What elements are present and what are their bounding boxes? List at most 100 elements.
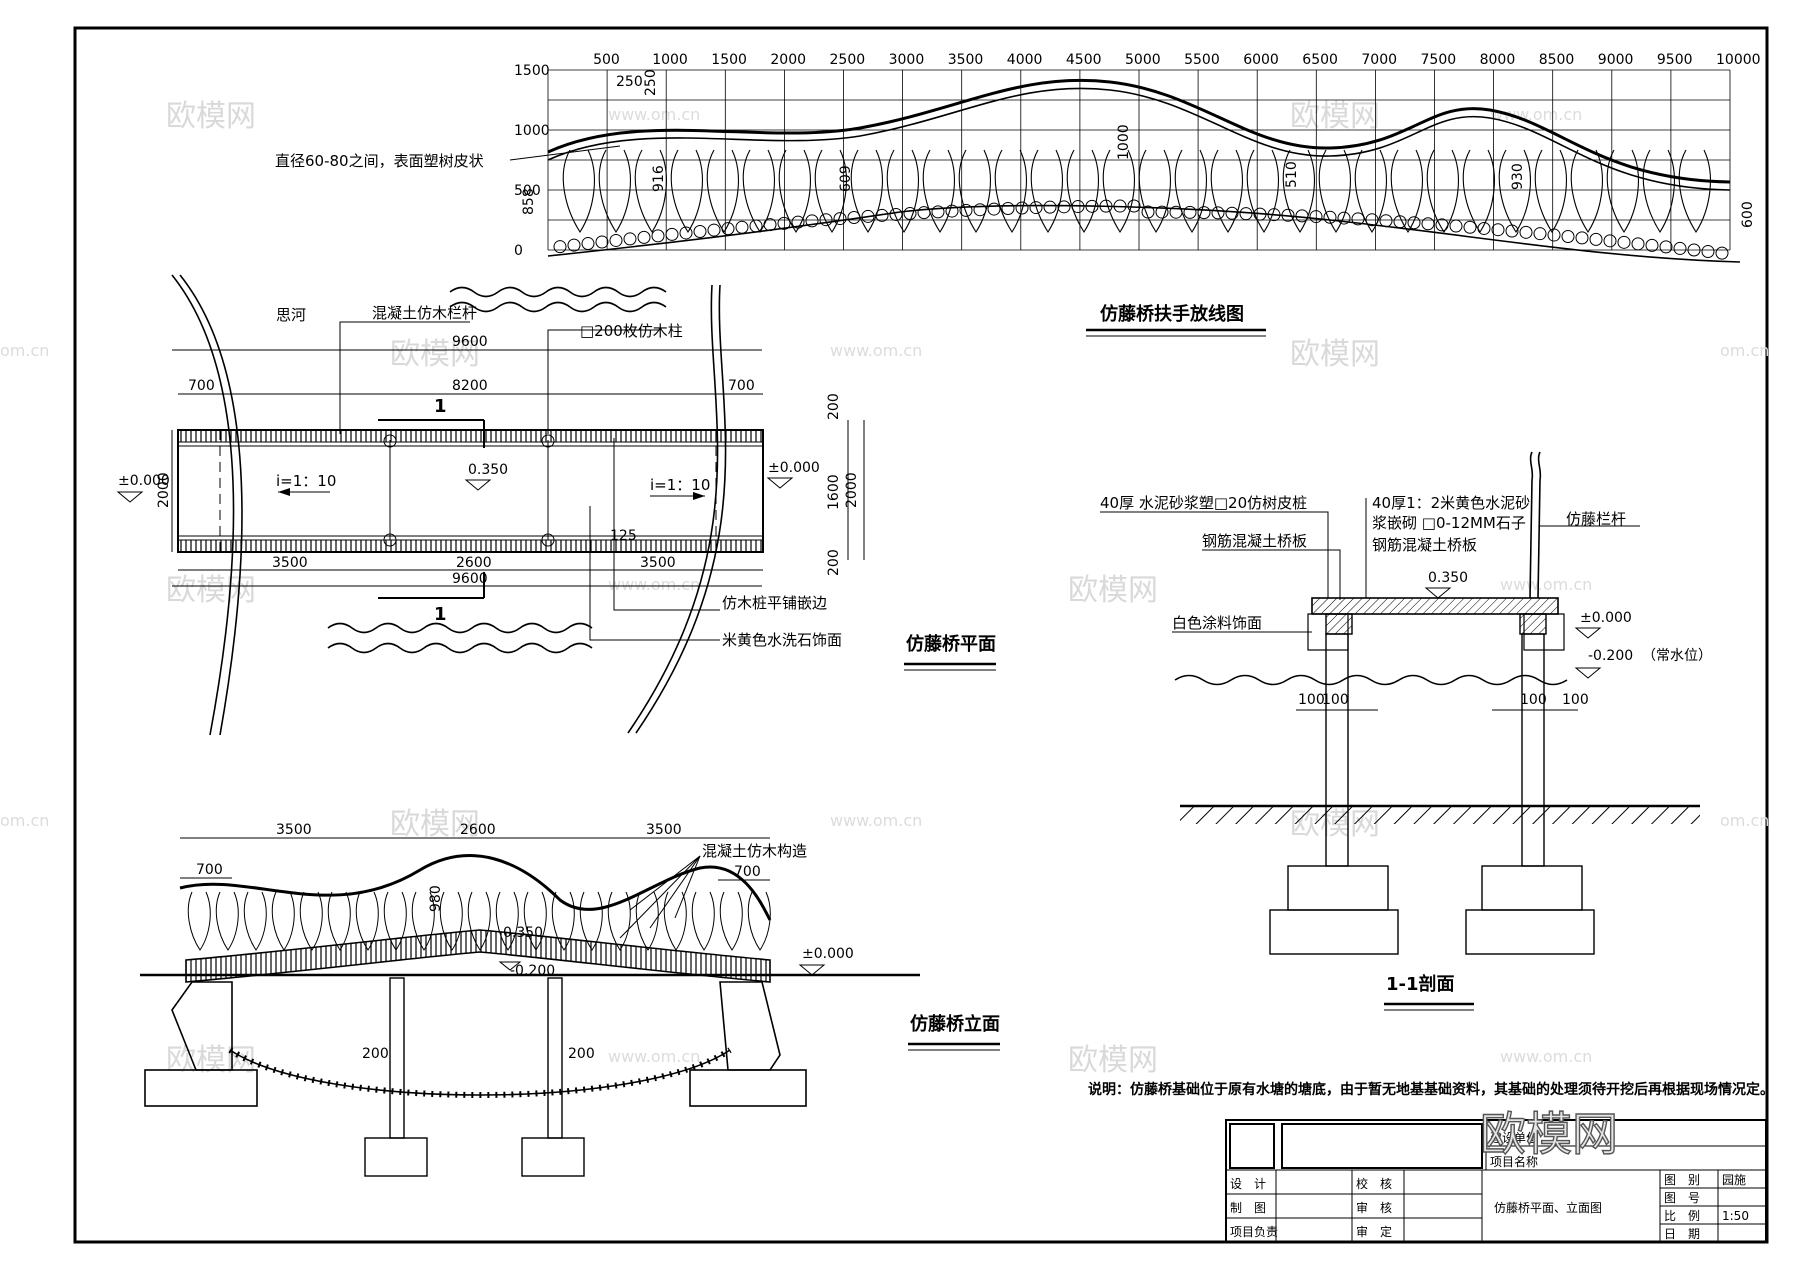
watermark-site: om.cn bbox=[0, 341, 49, 360]
ground-hatch bbox=[1180, 806, 1700, 824]
elev-symbol bbox=[1424, 587, 1452, 599]
elev-deck: 0.350 bbox=[503, 925, 543, 941]
vine-loop bbox=[1246, 149, 1279, 234]
watermark-text: 欧模网 bbox=[1068, 573, 1158, 608]
watermark-text: 欧模网 bbox=[1068, 1043, 1158, 1078]
elev-water: -0.200 bbox=[510, 963, 555, 979]
dim-858: 858 bbox=[521, 188, 537, 215]
vine-loop bbox=[411, 891, 435, 951]
pier-footing-right bbox=[521, 1137, 585, 1177]
stone bbox=[1701, 245, 1715, 259]
vine-loop bbox=[579, 891, 603, 951]
stone bbox=[1127, 199, 1141, 213]
tb-row-lead: 项目负责 bbox=[1230, 1225, 1278, 1239]
label-slab-right: 钢筋混凝土桥板 bbox=[1372, 536, 1477, 554]
x-tick-label: 9000 bbox=[1598, 52, 1634, 68]
label-mortar-2: 浆嵌砌 □0-12MM石子 bbox=[1372, 514, 1526, 532]
vine-loop bbox=[187, 891, 211, 951]
callout-leader bbox=[629, 855, 701, 911]
leader-edging bbox=[613, 438, 720, 611]
dim-609: 609 bbox=[838, 165, 854, 192]
dim-510: 510 bbox=[1284, 161, 1300, 188]
vine-loop bbox=[1282, 149, 1315, 234]
elevation-vines bbox=[187, 891, 771, 951]
post-marker bbox=[541, 434, 555, 448]
tb-project-label: 项目名称 bbox=[1490, 1154, 1538, 1169]
watermark-site: om.cn bbox=[0, 811, 49, 830]
stone bbox=[693, 224, 707, 238]
watermark-site: www.om.cn bbox=[1500, 575, 1592, 594]
vine-loop bbox=[691, 891, 715, 951]
stone bbox=[1015, 201, 1029, 215]
dim-100: 100 bbox=[1298, 692, 1325, 708]
handrail-note: 直径60-80之间，表面塑树皮状 bbox=[275, 152, 484, 170]
stone bbox=[1519, 225, 1533, 239]
water-wave bbox=[327, 622, 593, 634]
dim-100: 100 bbox=[1562, 692, 1589, 708]
tb-field-label: 日 期 bbox=[1664, 1227, 1700, 1241]
vine-loop bbox=[886, 149, 919, 234]
title-block: 建设单位 项目名称 设 计 校 核 制 图 审 核 项目负责 审 定 仿藤桥平面… bbox=[1225, 1119, 1767, 1243]
stone bbox=[553, 240, 567, 254]
watermark-text: 欧模网 bbox=[1290, 337, 1380, 372]
elev-zero: ±0.000 bbox=[1580, 610, 1632, 626]
vine-loop bbox=[607, 891, 631, 951]
x-tick-label: 1000 bbox=[652, 52, 688, 68]
deck-slab bbox=[1311, 597, 1559, 615]
logo-box bbox=[1229, 1123, 1275, 1169]
stone bbox=[1659, 240, 1673, 254]
unit-box bbox=[1281, 1123, 1483, 1169]
elev-symbol bbox=[766, 477, 794, 489]
tb-row-check: 校 核 bbox=[1356, 1176, 1392, 1191]
dim-side-200-top: 200 bbox=[826, 393, 842, 420]
callout-leader bbox=[674, 855, 701, 919]
dim-overall-top: 9600 bbox=[452, 334, 488, 350]
x-tick-label: 6500 bbox=[1302, 52, 1338, 68]
deck-profile bbox=[185, 929, 771, 983]
stone bbox=[1309, 210, 1323, 224]
watermark-site: www.om.cn bbox=[1490, 105, 1582, 124]
dim-250-h: 250 bbox=[616, 74, 643, 90]
watermark-site: www.om.cn bbox=[608, 575, 700, 594]
vine-loop bbox=[747, 891, 771, 951]
stone bbox=[595, 235, 609, 249]
elev-left: ±0.000 bbox=[118, 473, 170, 489]
stone bbox=[1463, 220, 1477, 234]
x-tick-label: 2500 bbox=[830, 52, 866, 68]
x-tick-label: 9500 bbox=[1657, 52, 1693, 68]
stone bbox=[679, 226, 693, 240]
watermark-site: www.om.cn bbox=[830, 341, 922, 360]
vine-loop bbox=[1318, 149, 1351, 234]
vine-loop bbox=[719, 891, 743, 951]
vine-loop bbox=[635, 891, 659, 951]
water-wave bbox=[327, 642, 593, 654]
post-marker bbox=[383, 434, 397, 448]
dim-seg-b: 2600 bbox=[460, 822, 496, 838]
callout-finish: 米黄色水洗石饰面 bbox=[722, 631, 842, 649]
tb-field-value: 1:50 bbox=[1722, 1209, 1749, 1223]
vine-loop bbox=[439, 891, 463, 951]
x-tick-label: 2000 bbox=[770, 52, 806, 68]
vine-loop bbox=[958, 149, 991, 234]
slope-arrowhead bbox=[278, 488, 290, 496]
title-block-frame bbox=[1225, 1119, 1767, 1243]
stone bbox=[1533, 227, 1547, 241]
dim-seg-b: 2600 bbox=[456, 555, 492, 571]
water-level bbox=[1174, 674, 1568, 686]
dim-end-left: 700 bbox=[188, 378, 215, 394]
stone bbox=[637, 230, 651, 244]
plan-title: 仿藤桥平面 bbox=[906, 633, 996, 655]
x-tick-label: 500 bbox=[593, 52, 620, 68]
x-tick-label: 10000 bbox=[1716, 52, 1761, 68]
dim-side-200-bottom: 200 bbox=[826, 549, 842, 576]
dim-width-right: 2000 bbox=[844, 472, 860, 508]
dim-end-left: 700 bbox=[196, 862, 223, 878]
vine-loop bbox=[467, 891, 491, 951]
stone bbox=[1323, 210, 1337, 224]
vine-loop bbox=[551, 891, 575, 951]
x-tick-label: 8000 bbox=[1480, 52, 1516, 68]
stone bbox=[987, 202, 1001, 216]
river-bank-left bbox=[179, 274, 243, 736]
